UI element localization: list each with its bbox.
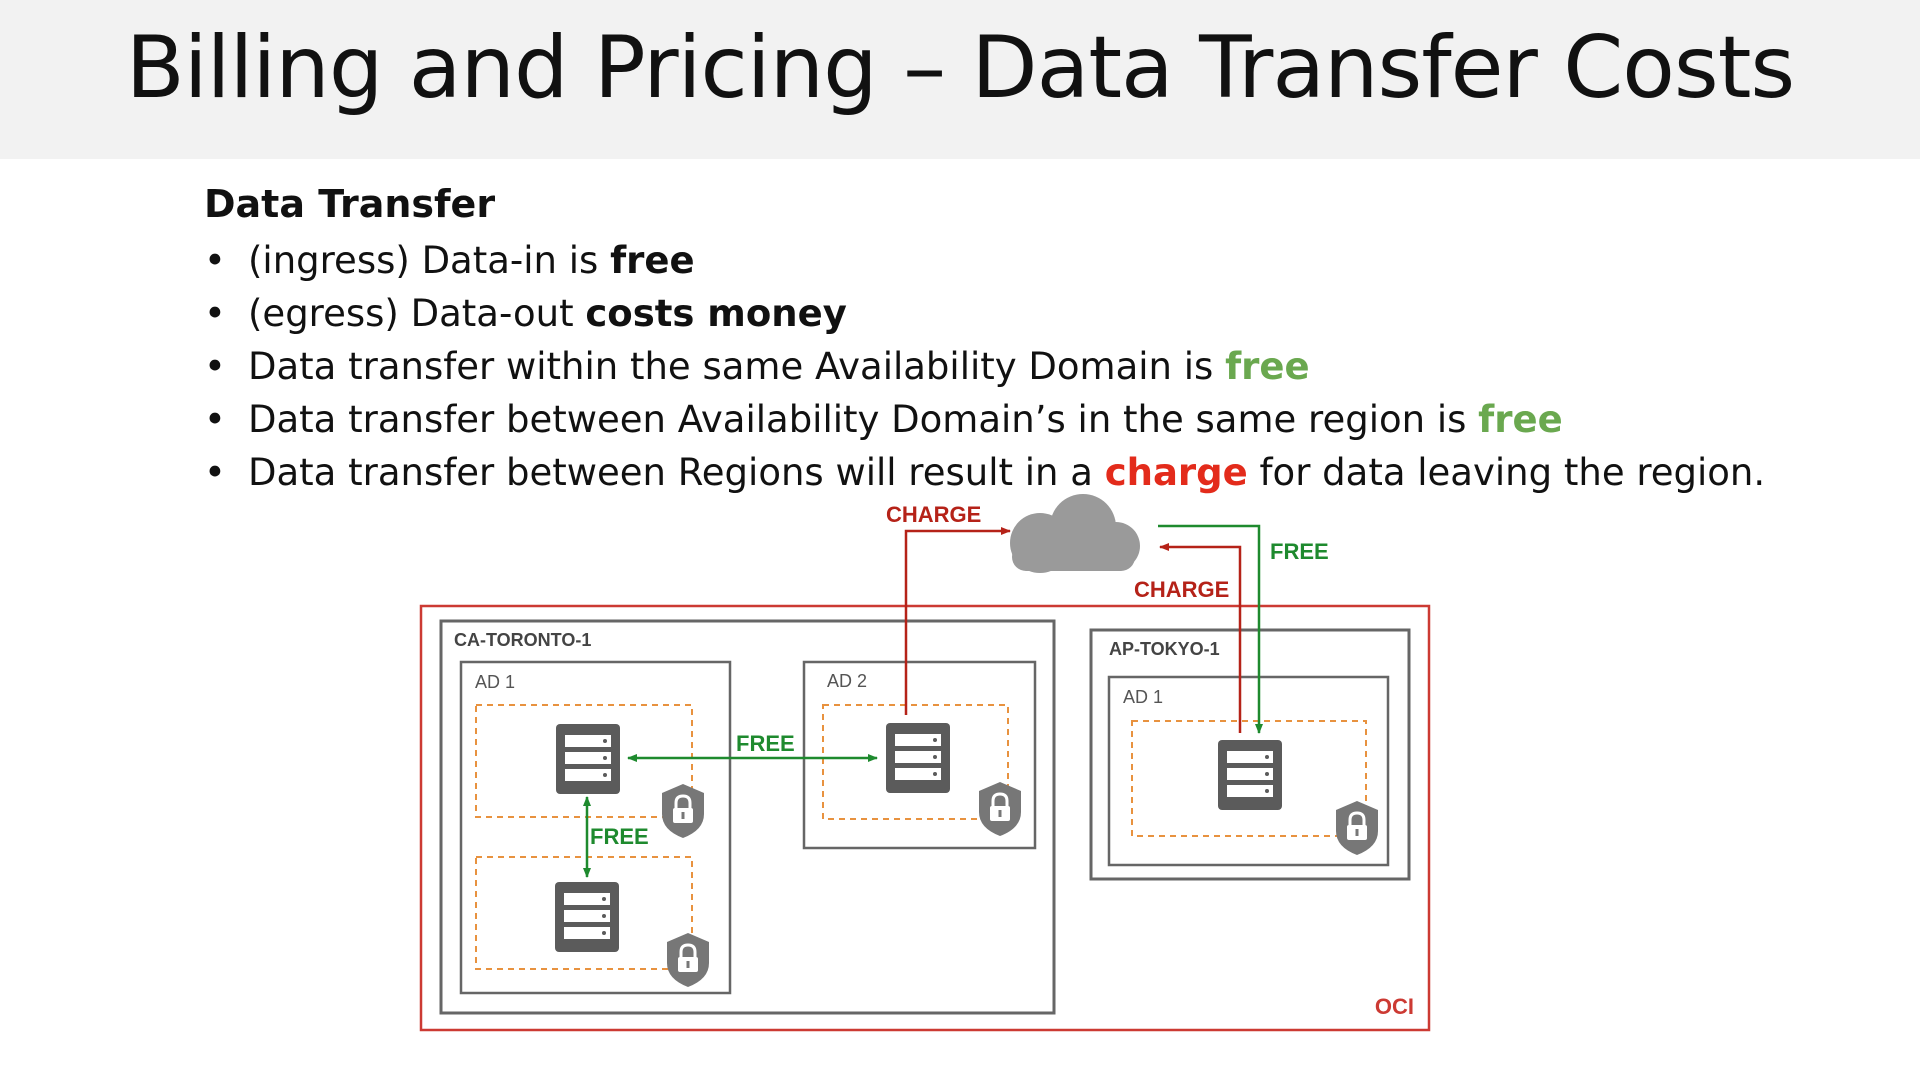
shield-lock-icon xyxy=(977,780,1023,838)
availability-domain-box xyxy=(459,660,732,995)
oci-boundary xyxy=(419,604,1431,1032)
free-label: FREE xyxy=(590,824,649,849)
server-icon xyxy=(886,723,950,793)
free-arrow-ingress xyxy=(1158,524,1263,734)
free-label: FREE xyxy=(1270,539,1329,564)
oci-label: OCI xyxy=(1375,994,1414,1019)
shield-lock-icon xyxy=(660,782,706,840)
region-label: AP-TOKYO-1 xyxy=(1109,639,1220,659)
bullet-item: (egress) Data-out costs money xyxy=(204,287,1854,340)
bullet-text-tail: for data leaving the region. xyxy=(1247,451,1766,494)
bullet-list: (ingress) Data-in is free (egress) Data-… xyxy=(204,234,1854,499)
bullet-text: Data transfer within the same Availabili… xyxy=(248,345,1226,388)
fault-domain-box xyxy=(475,704,693,818)
slide-title: Billing and Pricing – Data Transfer Cost… xyxy=(125,18,1796,118)
bullet-emphasis: free xyxy=(610,239,695,282)
fault-domain-box xyxy=(822,704,1009,820)
bullet-item: Data transfer between Availability Domai… xyxy=(204,393,1854,446)
bullet-text: Data transfer between Availability Domai… xyxy=(248,398,1479,441)
charge-arrow-tokyo-egress xyxy=(1159,543,1242,733)
cloud-icon xyxy=(1010,494,1140,573)
server-icon xyxy=(556,724,620,794)
shield-lock-icon xyxy=(1334,799,1380,857)
bullet-item: Data transfer within the same Availabili… xyxy=(204,340,1854,393)
region-tokyo xyxy=(1089,628,1411,881)
ad-label: AD 1 xyxy=(475,672,515,692)
server-icon xyxy=(1218,740,1282,810)
ad-label: AD 2 xyxy=(827,671,867,691)
region-label: CA-TORONTO-1 xyxy=(454,630,591,650)
charge-arrow-egress xyxy=(904,527,1011,715)
bullet-emphasis-charge: charge xyxy=(1104,451,1248,494)
charge-label: CHARGE xyxy=(886,502,981,527)
shield-lock-icon xyxy=(665,931,711,989)
title-bar xyxy=(0,0,1920,159)
bullet-item: (ingress) Data-in is free xyxy=(204,234,1854,287)
free-label: FREE xyxy=(736,731,795,756)
section-heading: Data Transfer xyxy=(204,182,496,226)
bullet-item: Data transfer between Regions will resul… xyxy=(204,446,1854,499)
bullet-text: (ingress) Data-in is xyxy=(248,239,611,282)
bullet-emphasis-free: free xyxy=(1478,398,1563,441)
availability-domain-box xyxy=(1107,675,1390,867)
bullet-emphasis: costs money xyxy=(585,292,847,335)
fault-domain-box xyxy=(1131,720,1367,837)
content-area: Data Transfer (ingress) Data-in is free … xyxy=(204,182,1854,499)
bullet-text: (egress) Data-out xyxy=(248,292,586,335)
region-toronto xyxy=(439,619,1056,1015)
bullet-emphasis-free: free xyxy=(1225,345,1310,388)
bullet-text: Data transfer between Regions will resul… xyxy=(248,451,1105,494)
fault-domain-box xyxy=(475,856,693,970)
server-icon xyxy=(555,882,619,952)
charge-label: CHARGE xyxy=(1134,577,1229,602)
ad-label: AD 1 xyxy=(1123,687,1163,707)
